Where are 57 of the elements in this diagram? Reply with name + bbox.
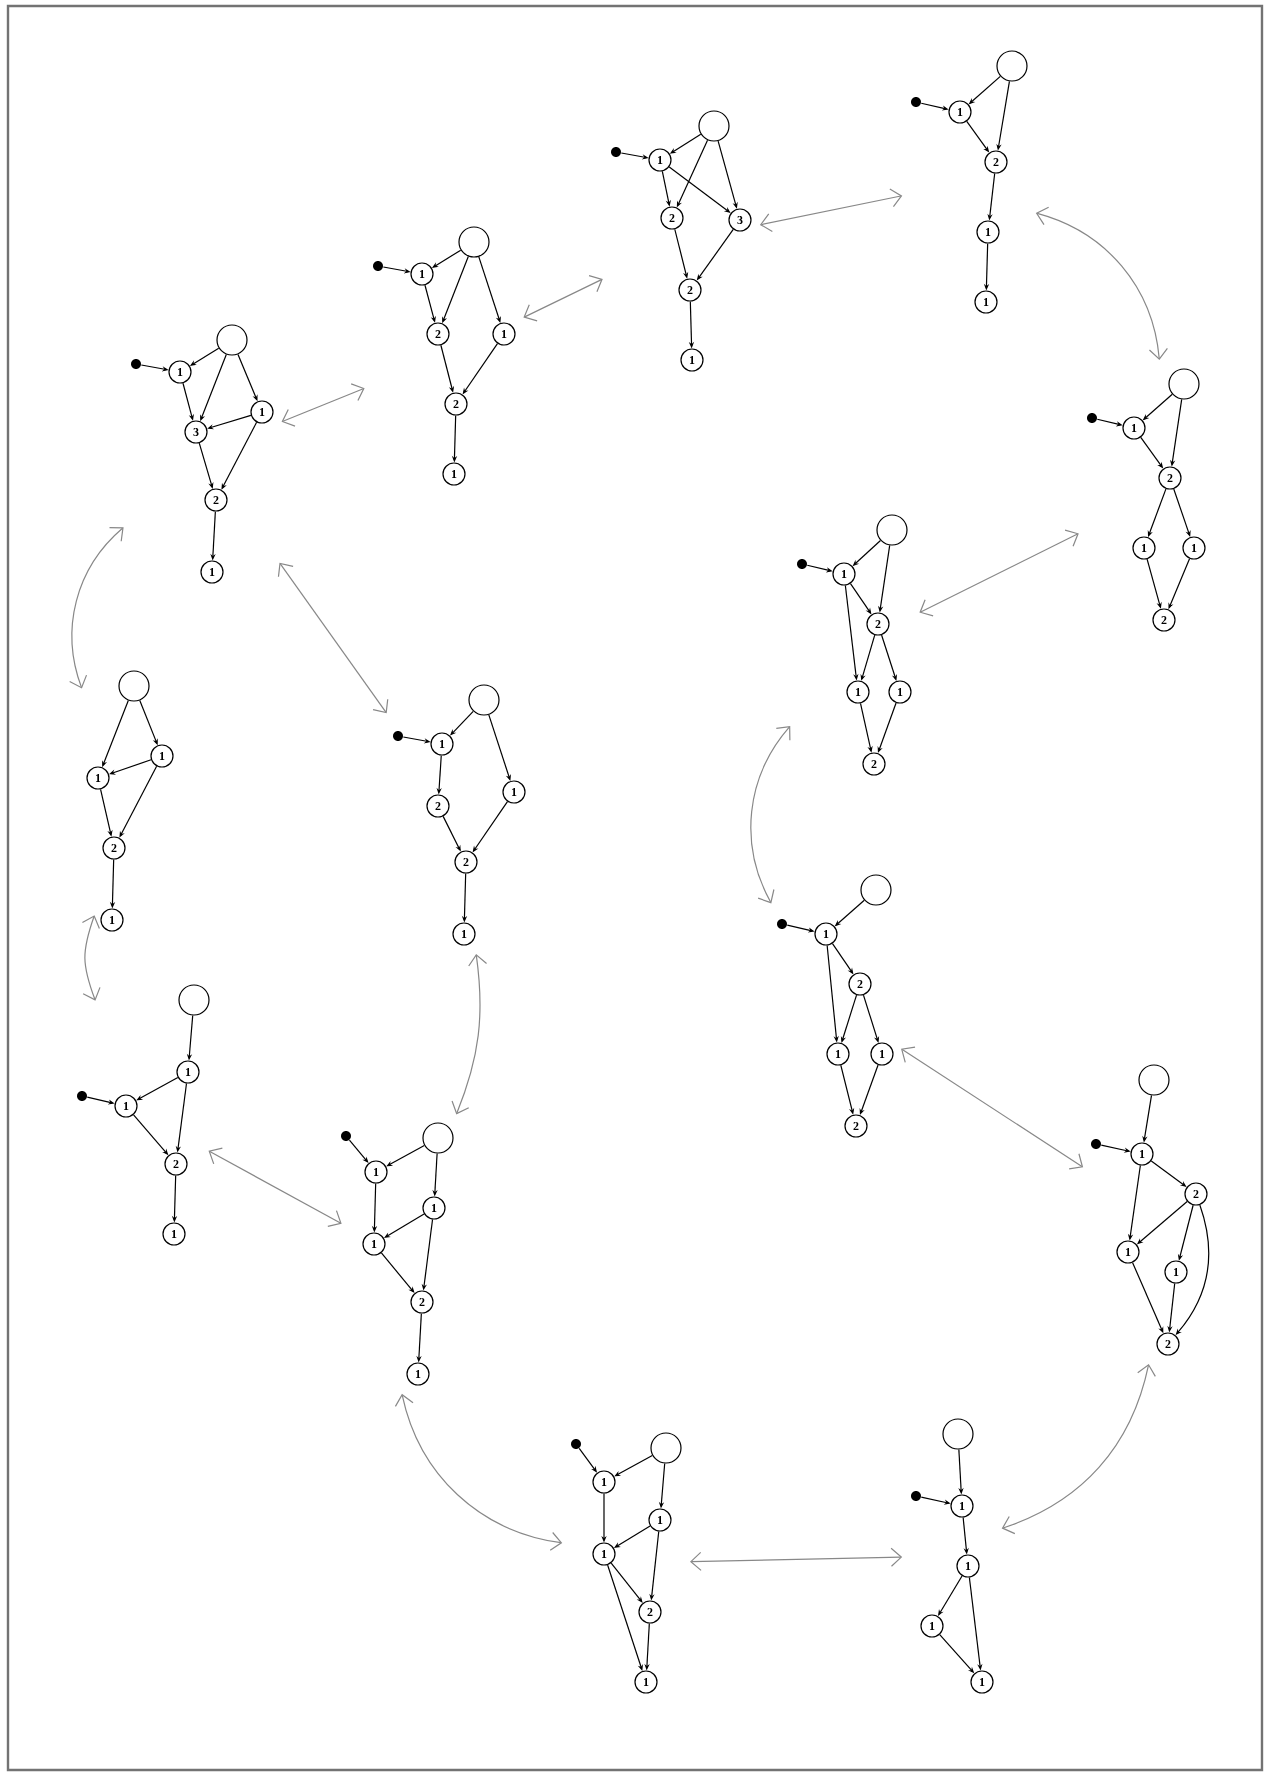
- arrow: [860, 634, 876, 681]
- graph-drawing: [341, 1122, 454, 1386]
- empty-circle: [650, 1432, 682, 1464]
- graph-drawing: [77, 984, 210, 1246]
- arrow: [478, 256, 501, 323]
- arrow: [607, 1564, 643, 1671]
- double-arrow: [690, 1547, 903, 1571]
- double-arrow: [281, 383, 365, 427]
- graph-drawing: [393, 684, 526, 946]
- arrow: [386, 1144, 425, 1167]
- empty-circle: [876, 514, 908, 546]
- double-arrow: [1035, 206, 1168, 361]
- empty-circle: [1138, 1064, 1170, 1096]
- empty-circle: [1168, 368, 1200, 400]
- double-arrow: [901, 1046, 1084, 1170]
- double-arrow: [1001, 1363, 1156, 1535]
- double-arrow: [208, 1147, 342, 1227]
- double-arrow: [451, 953, 488, 1115]
- empty-circle: [860, 874, 892, 906]
- empty-circle: [468, 684, 500, 716]
- arrow: [862, 994, 880, 1043]
- graph-drawing: [797, 514, 912, 776]
- double-arrow: [277, 562, 389, 714]
- graph-drawing: [373, 226, 516, 486]
- arrow: [880, 634, 897, 681]
- empty-circle: [996, 50, 1028, 82]
- double-arrow: [750, 726, 791, 904]
- graph-drawing: [911, 1418, 994, 1694]
- arrow: [198, 442, 214, 489]
- double-arrow: [69, 526, 124, 689]
- double-arrow: [394, 1393, 563, 1551]
- graph-drawing: [571, 1432, 682, 1694]
- arrow: [207, 414, 252, 430]
- double-arrow: [759, 188, 903, 233]
- graph-drawing: [86, 670, 174, 932]
- empty-circle: [216, 324, 248, 356]
- double-arrow: [81, 915, 101, 1001]
- empty-circle: [698, 110, 730, 142]
- graph-drawing: [911, 50, 1028, 314]
- arrow: [610, 1562, 643, 1603]
- empty-circle: [942, 1418, 974, 1450]
- graph-drawing: [611, 110, 752, 372]
- arrow: [614, 1454, 653, 1477]
- empty-circle: [178, 984, 210, 1016]
- arrow: [109, 759, 152, 775]
- empty-circle: [118, 670, 150, 702]
- empty-circle: [458, 226, 490, 258]
- empty-circle: [422, 1122, 454, 1154]
- graph-drawing: [1091, 1064, 1208, 1356]
- double-arrow: [919, 529, 1079, 617]
- arrow: [136, 1077, 179, 1101]
- arrow: [450, 710, 474, 736]
- arrow: [488, 714, 511, 781]
- graph-drawing: [131, 324, 274, 584]
- graph-drawing: [777, 874, 894, 1138]
- double-arrow: [523, 275, 603, 322]
- graph-drawing: [1087, 368, 1206, 632]
